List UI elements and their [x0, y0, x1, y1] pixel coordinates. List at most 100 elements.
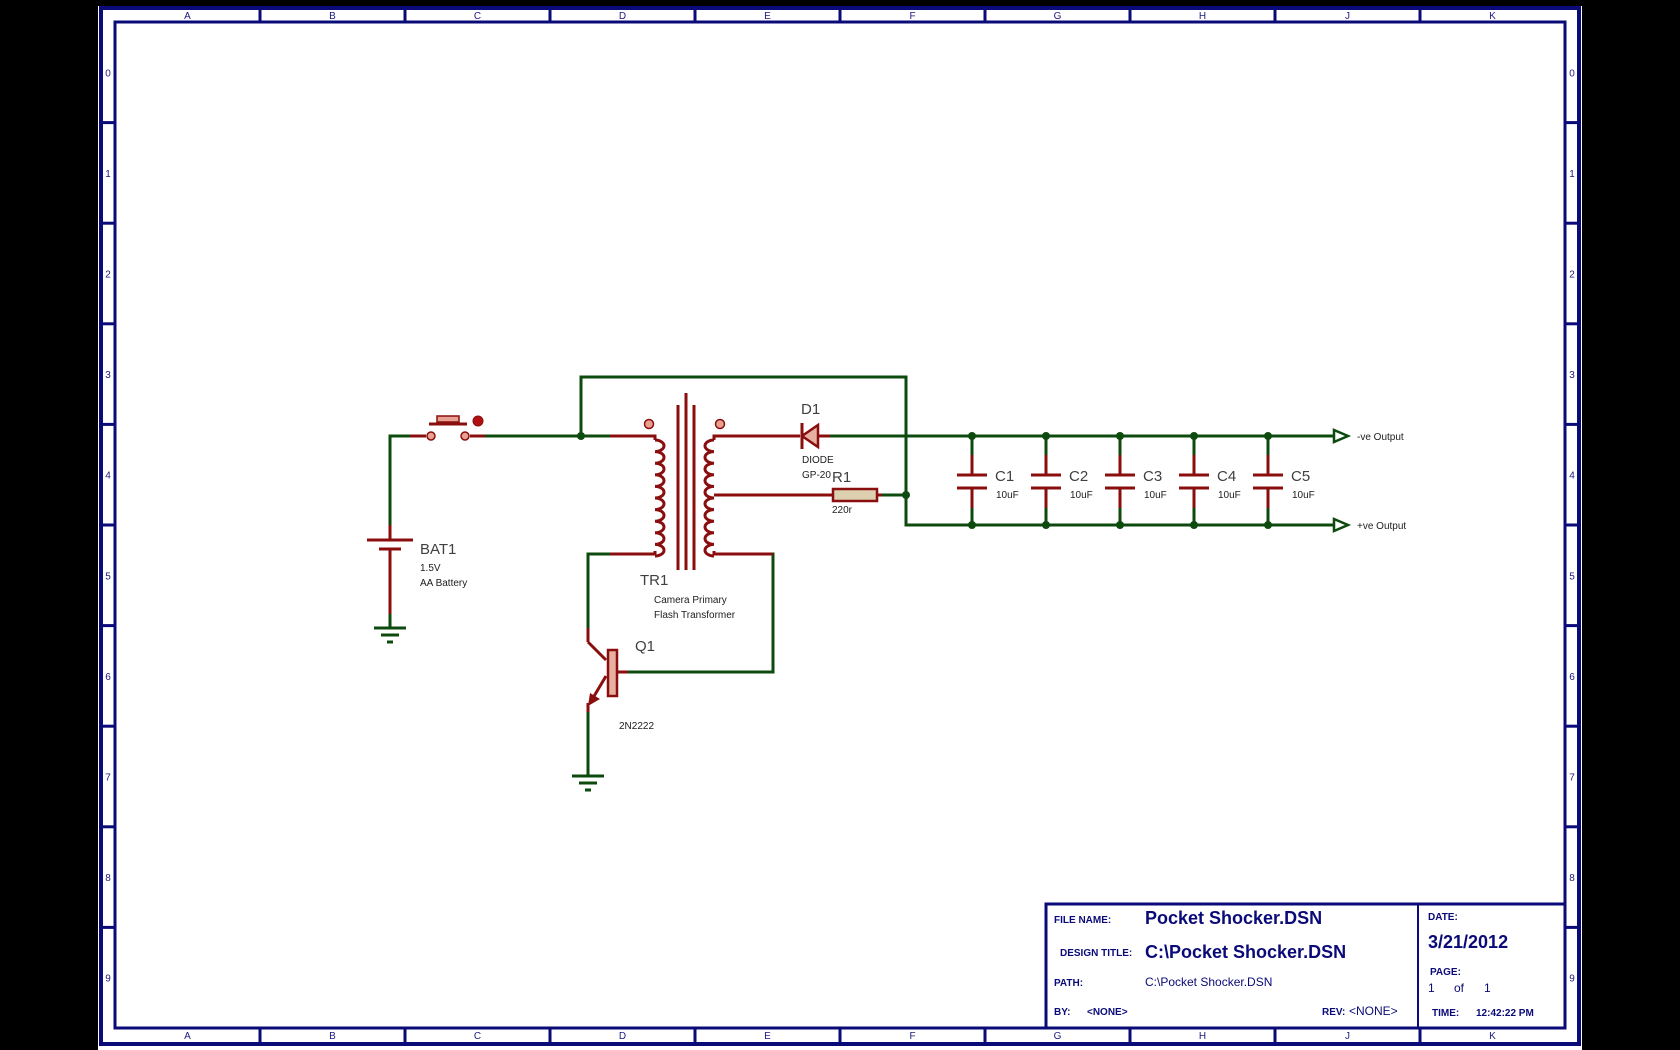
border-row-label: 4	[1569, 471, 1575, 482]
rev-value: <NONE>	[1349, 1004, 1398, 1018]
border-col-label: J	[1345, 11, 1350, 22]
pos-output-label: +ve Output	[1357, 521, 1406, 532]
border-col-label: H	[1199, 1031, 1206, 1042]
border-col-label: A	[184, 1031, 191, 1042]
border-row-label: 9	[105, 974, 111, 985]
design-title-label: DESIGN TITLE:	[1060, 948, 1132, 959]
capacitor-c5[interactable]: C5 10uF	[1253, 455, 1315, 508]
border-row-label: 5	[105, 571, 111, 582]
c2-value: 10uF	[1070, 490, 1093, 501]
border-col-label: A	[184, 11, 191, 22]
border-row-label: 6	[105, 672, 111, 683]
bat1-value: 1.5V	[420, 563, 441, 574]
border-row-label: 1	[1569, 169, 1575, 180]
border-col-label: C	[474, 1031, 481, 1042]
rev-label: REV:	[1322, 1007, 1345, 1018]
border-row-label: 6	[1569, 672, 1575, 683]
diode-d1[interactable]: D1 DIODE GP-20	[760, 401, 834, 481]
c4-ref: C4	[1217, 468, 1236, 485]
push-switch[interactable]	[410, 415, 485, 441]
time-value: 12:42:22 PM	[1476, 1008, 1534, 1019]
path-label: PATH:	[1054, 978, 1083, 989]
border-row-label: 2	[1569, 270, 1575, 281]
r1-value: 220r	[832, 505, 853, 516]
terminal-neg-output[interactable]: -ve Output	[1332, 428, 1404, 444]
c1-ref: C1	[995, 468, 1014, 485]
border-row-label: 1	[105, 169, 111, 180]
border-col-label: G	[1054, 1031, 1062, 1042]
border-ticks	[101, 8, 1579, 1044]
c1-value: 10uF	[996, 490, 1019, 501]
path-value: C:\Pocket Shocker.DSN	[1145, 975, 1272, 989]
border-row-label: 2	[105, 270, 111, 281]
border-row-label: 0	[1569, 68, 1575, 79]
border-col-label: F	[909, 1031, 915, 1042]
border-row-label: 8	[1569, 873, 1575, 884]
file-name-value: Pocket Shocker.DSN	[1145, 908, 1322, 928]
page-of: of	[1454, 981, 1465, 995]
title-block: FILE NAME: Pocket Shocker.DSN DESIGN TIT…	[1044, 902, 1567, 1030]
border-col-label: H	[1199, 11, 1206, 22]
r1-ref: R1	[832, 469, 851, 486]
c5-ref: C5	[1291, 468, 1310, 485]
c2-ref: C2	[1069, 468, 1088, 485]
border-col-label: C	[474, 11, 481, 22]
tr1-ref: TR1	[640, 572, 668, 589]
q1-value: 2N2222	[619, 721, 654, 732]
capacitor-c2[interactable]: C2 10uF	[1031, 455, 1093, 508]
c5-value: 10uF	[1292, 490, 1315, 501]
capacitor-c3[interactable]: C3 10uF	[1105, 455, 1167, 508]
border-row-label: 4	[105, 471, 111, 482]
border-col-label: B	[329, 11, 336, 22]
date-label: DATE:	[1428, 912, 1458, 923]
ground-symbol-q1	[572, 774, 604, 792]
border-row-label: 7	[105, 773, 111, 784]
tr1-desc-line1: Camera Primary	[654, 595, 727, 606]
q1-ref: Q1	[635, 638, 655, 655]
d1-ref: D1	[801, 401, 820, 418]
border-row-label: 8	[105, 873, 111, 884]
capacitor-c4[interactable]: C4 10uF	[1179, 455, 1241, 508]
border-col-label: E	[764, 11, 771, 22]
junction-dots	[577, 432, 1272, 529]
by-label: BY:	[1054, 1007, 1070, 1018]
border-col-label: B	[329, 1031, 336, 1042]
border-col-label: K	[1489, 1031, 1496, 1042]
border-row-label: 9	[1569, 974, 1575, 985]
c4-value: 10uF	[1218, 490, 1241, 501]
border-row-label: 3	[1569, 370, 1575, 381]
battery-bat1[interactable]: BAT1 1.5V AA Battery	[367, 525, 467, 627]
border-col-label: F	[909, 11, 915, 22]
page-total: 1	[1484, 981, 1491, 995]
transformer-tr1[interactable]: TR1 Camera Primary Flash Transformer	[610, 393, 773, 621]
tr1-desc-line2: Flash Transformer	[654, 610, 736, 621]
c3-value: 10uF	[1144, 490, 1167, 501]
border-row-label: 5	[1569, 571, 1575, 582]
border-col-label: D	[619, 1031, 626, 1042]
date-value: 3/21/2012	[1428, 932, 1508, 952]
ground-symbol-bat	[374, 626, 406, 644]
border-row-label: 7	[1569, 773, 1575, 784]
page-label: PAGE:	[1430, 967, 1461, 978]
c3-ref: C3	[1143, 468, 1162, 485]
border-col-label: G	[1054, 11, 1062, 22]
border-row-label: 3	[105, 370, 111, 381]
by-value: <NONE>	[1087, 1007, 1128, 1018]
file-name-label: FILE NAME:	[1054, 915, 1111, 926]
bat1-ref: BAT1	[420, 541, 456, 558]
border-col-label: E	[764, 1031, 771, 1042]
border-row-label: 0	[105, 68, 111, 79]
neg-output-label: -ve Output	[1357, 432, 1404, 443]
border-col-label: J	[1345, 1031, 1350, 1042]
resistor-r1[interactable]: R1 220r	[760, 469, 882, 516]
capacitor-c1[interactable]: C1 10uF	[957, 455, 1019, 508]
terminal-pos-output[interactable]: +ve Output	[1332, 517, 1406, 533]
d1-value-line1: DIODE	[802, 455, 834, 466]
time-label: TIME:	[1432, 1008, 1459, 1019]
border-col-label: D	[619, 11, 626, 22]
d1-value-line2: GP-20	[802, 470, 831, 481]
bat1-desc: AA Battery	[420, 578, 467, 589]
transistor-q1[interactable]: Q1 2N2222	[586, 628, 655, 732]
